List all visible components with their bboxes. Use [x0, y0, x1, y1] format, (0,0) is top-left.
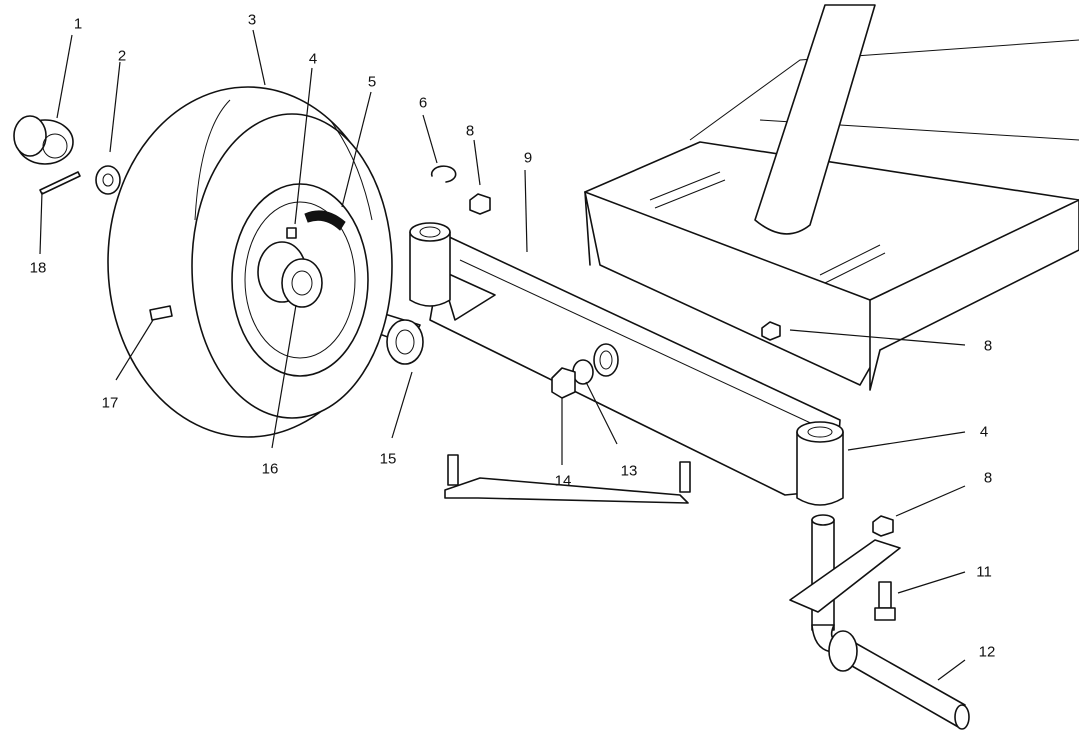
hex-nut-lower: [872, 515, 894, 537]
valve-stem: [149, 305, 173, 321]
callout-12: 12: [978, 643, 996, 661]
right-spindle-pivot: [796, 421, 844, 506]
callout-15: 15: [379, 450, 397, 468]
cotter-pin: [39, 171, 81, 195]
callout-8-lower: 8: [983, 469, 993, 487]
callout-4-lower: 4: [979, 423, 989, 441]
bushing-washer: [593, 343, 619, 377]
grease-fitting: [286, 227, 297, 239]
axle-washer: [95, 165, 121, 195]
lock-nut: [551, 367, 576, 399]
hub-cap: [13, 115, 74, 165]
callout-17: 17: [101, 394, 119, 412]
hex-nut-middle: [761, 321, 781, 341]
callout-14: 14: [554, 472, 572, 490]
callout-6: 6: [418, 94, 428, 112]
wheel-hub-bearing: [257, 241, 323, 308]
right-spindle: [789, 514, 970, 730]
callout-2: 2: [117, 47, 127, 65]
callout-4-upper: 4: [308, 50, 318, 68]
callout-5: 5: [367, 73, 377, 91]
callout-11: 11: [976, 563, 992, 581]
callout-13: 13: [620, 462, 638, 480]
hex-nut-upper: [469, 193, 491, 215]
callout-16: 16: [261, 460, 279, 478]
flat-washer: [572, 359, 594, 385]
leader-lines: [39, 29, 966, 681]
callout-8-middle: 8: [983, 337, 993, 355]
e-ring: [430, 165, 457, 183]
callout-1: 1: [73, 15, 83, 33]
steering-column: [754, 4, 876, 235]
tie-rod: [444, 454, 691, 504]
callout-8-upper: 8: [465, 122, 475, 140]
left-spindle-pivot: [409, 222, 451, 307]
callout-3: 3: [247, 11, 257, 29]
hex-bolt: [874, 581, 896, 621]
callout-9: 9: [523, 149, 533, 167]
callout-18: 18: [29, 259, 47, 277]
